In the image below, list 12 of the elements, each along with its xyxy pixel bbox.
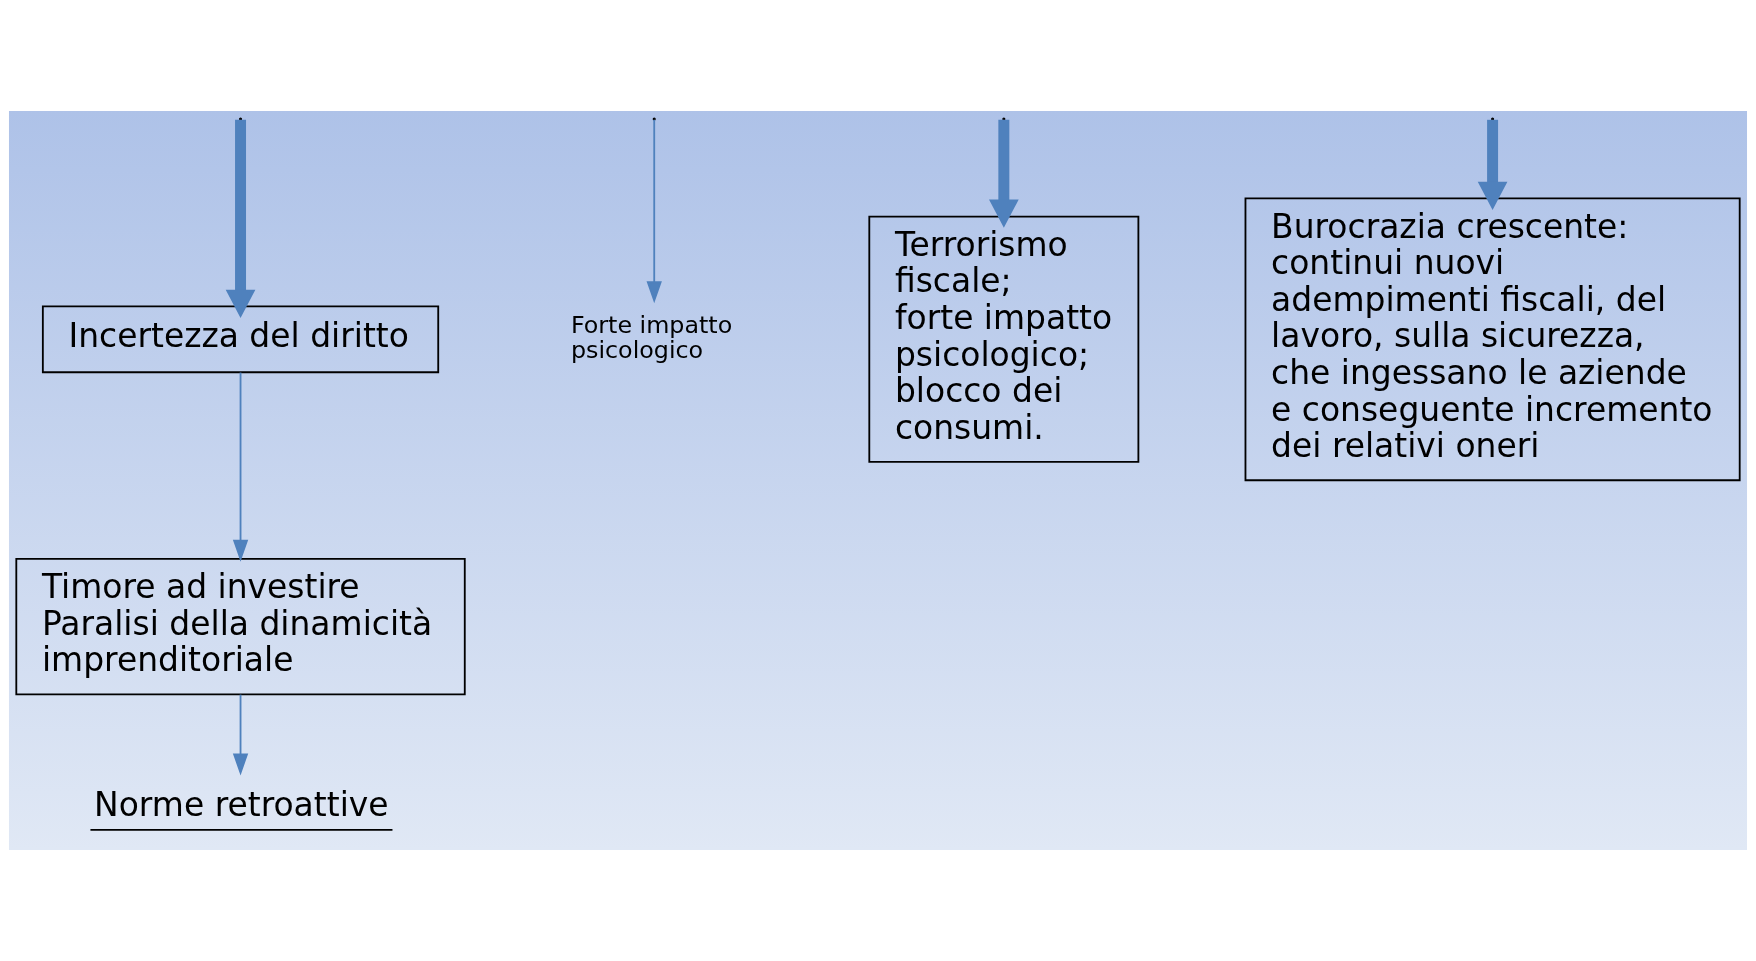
arrow	[225, 119, 256, 319]
node-box: Terrorismo fiscale; forte impatto psicologico; blocco dei consumi.	[868, 215, 1140, 463]
node-text: Norme retroattive	[94, 784, 389, 824]
arrow	[989, 119, 1019, 228]
node-text: Forte impatto psicologico	[570, 310, 733, 365]
arrow	[232, 693, 249, 776]
node-box: Timore ad investire Paralisi della dinamicità imprenditoriale	[15, 558, 466, 696]
arrow	[1477, 119, 1508, 210]
node-box: Burocrazia crescente: continui nuovi adempimenti fiscali, del lavoro, sulla sicurezza, che ingessano le aziende e conseguente incremento dei relativi oneri	[1244, 197, 1741, 482]
arrow	[232, 371, 249, 562]
node-box: Incertezza del diritto	[41, 305, 440, 374]
arrow	[646, 118, 662, 304]
